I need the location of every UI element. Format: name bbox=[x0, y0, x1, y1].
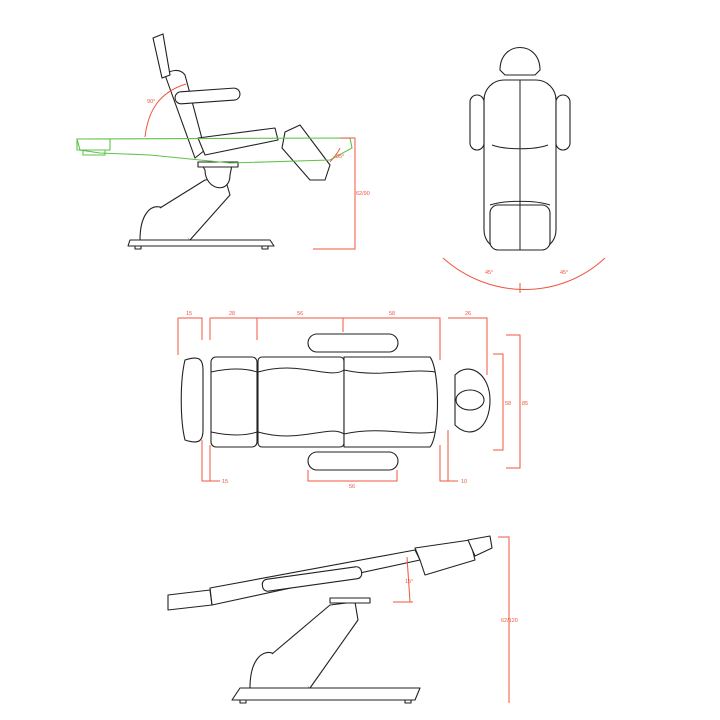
armrest-left bbox=[469, 94, 485, 151]
dim-right-0: 58 bbox=[505, 401, 511, 407]
height-dimension bbox=[313, 137, 356, 250]
backrest-angle-arc bbox=[144, 83, 187, 138]
top-view: 45° 45° bbox=[442, 46, 606, 293]
chair-base-flat bbox=[231, 687, 421, 701]
footrest-flat bbox=[167, 589, 213, 611]
footrest-plan bbox=[180, 357, 204, 443]
headrest-top bbox=[499, 46, 541, 76]
backrest-flat bbox=[414, 539, 476, 576]
armrest-right bbox=[555, 94, 571, 151]
seat-plan bbox=[257, 356, 345, 448]
side-view-flat: 15° 62/120 bbox=[167, 535, 518, 704]
armrest bbox=[174, 87, 241, 105]
armrest-flat bbox=[261, 566, 363, 592]
height-dimension-flat bbox=[498, 536, 510, 703]
headrest bbox=[152, 33, 171, 79]
backrest bbox=[164, 69, 206, 159]
dim-bottom-2: 10 bbox=[461, 479, 467, 485]
legrest-angle-label: 85° bbox=[336, 154, 344, 160]
reclined-outline bbox=[76, 137, 353, 164]
seat bbox=[197, 127, 279, 156]
side-view-upright: 90° 85° 62/90 bbox=[76, 33, 370, 250]
armrest-bottom-plan bbox=[307, 451, 399, 471]
tilt-angle-label: 15° bbox=[405, 579, 413, 585]
rotation-arc bbox=[442, 257, 606, 290]
chair-base bbox=[127, 239, 275, 247]
dim-top-1: 28 bbox=[229, 311, 235, 317]
rotation-left-label: 45° bbox=[485, 270, 493, 276]
height-label-flat: 62/120 bbox=[501, 618, 518, 624]
dim-bottom-0: 15 bbox=[222, 479, 228, 485]
dim-top-2: 56 bbox=[297, 311, 303, 317]
plan-view: 15 28 56 58 26 15 56 10 58 85 bbox=[177, 311, 528, 490]
backrest-plan bbox=[343, 356, 439, 448]
headrest-flat bbox=[467, 535, 493, 557]
dim-bottom-1: 56 bbox=[349, 484, 355, 490]
height-label-upright: 62/90 bbox=[356, 191, 370, 197]
dim-top-0: 15 bbox=[186, 311, 192, 317]
legrest-plan bbox=[210, 356, 258, 448]
dim-top-3: 58 bbox=[389, 311, 395, 317]
dim-top-4: 26 bbox=[465, 311, 471, 317]
backrest-angle-label: 90° bbox=[147, 99, 155, 105]
armrest-top-plan bbox=[307, 333, 399, 353]
rotation-right-label: 45° bbox=[560, 270, 568, 276]
dim-right-1: 85 bbox=[522, 401, 528, 407]
legrest bbox=[281, 124, 331, 181]
